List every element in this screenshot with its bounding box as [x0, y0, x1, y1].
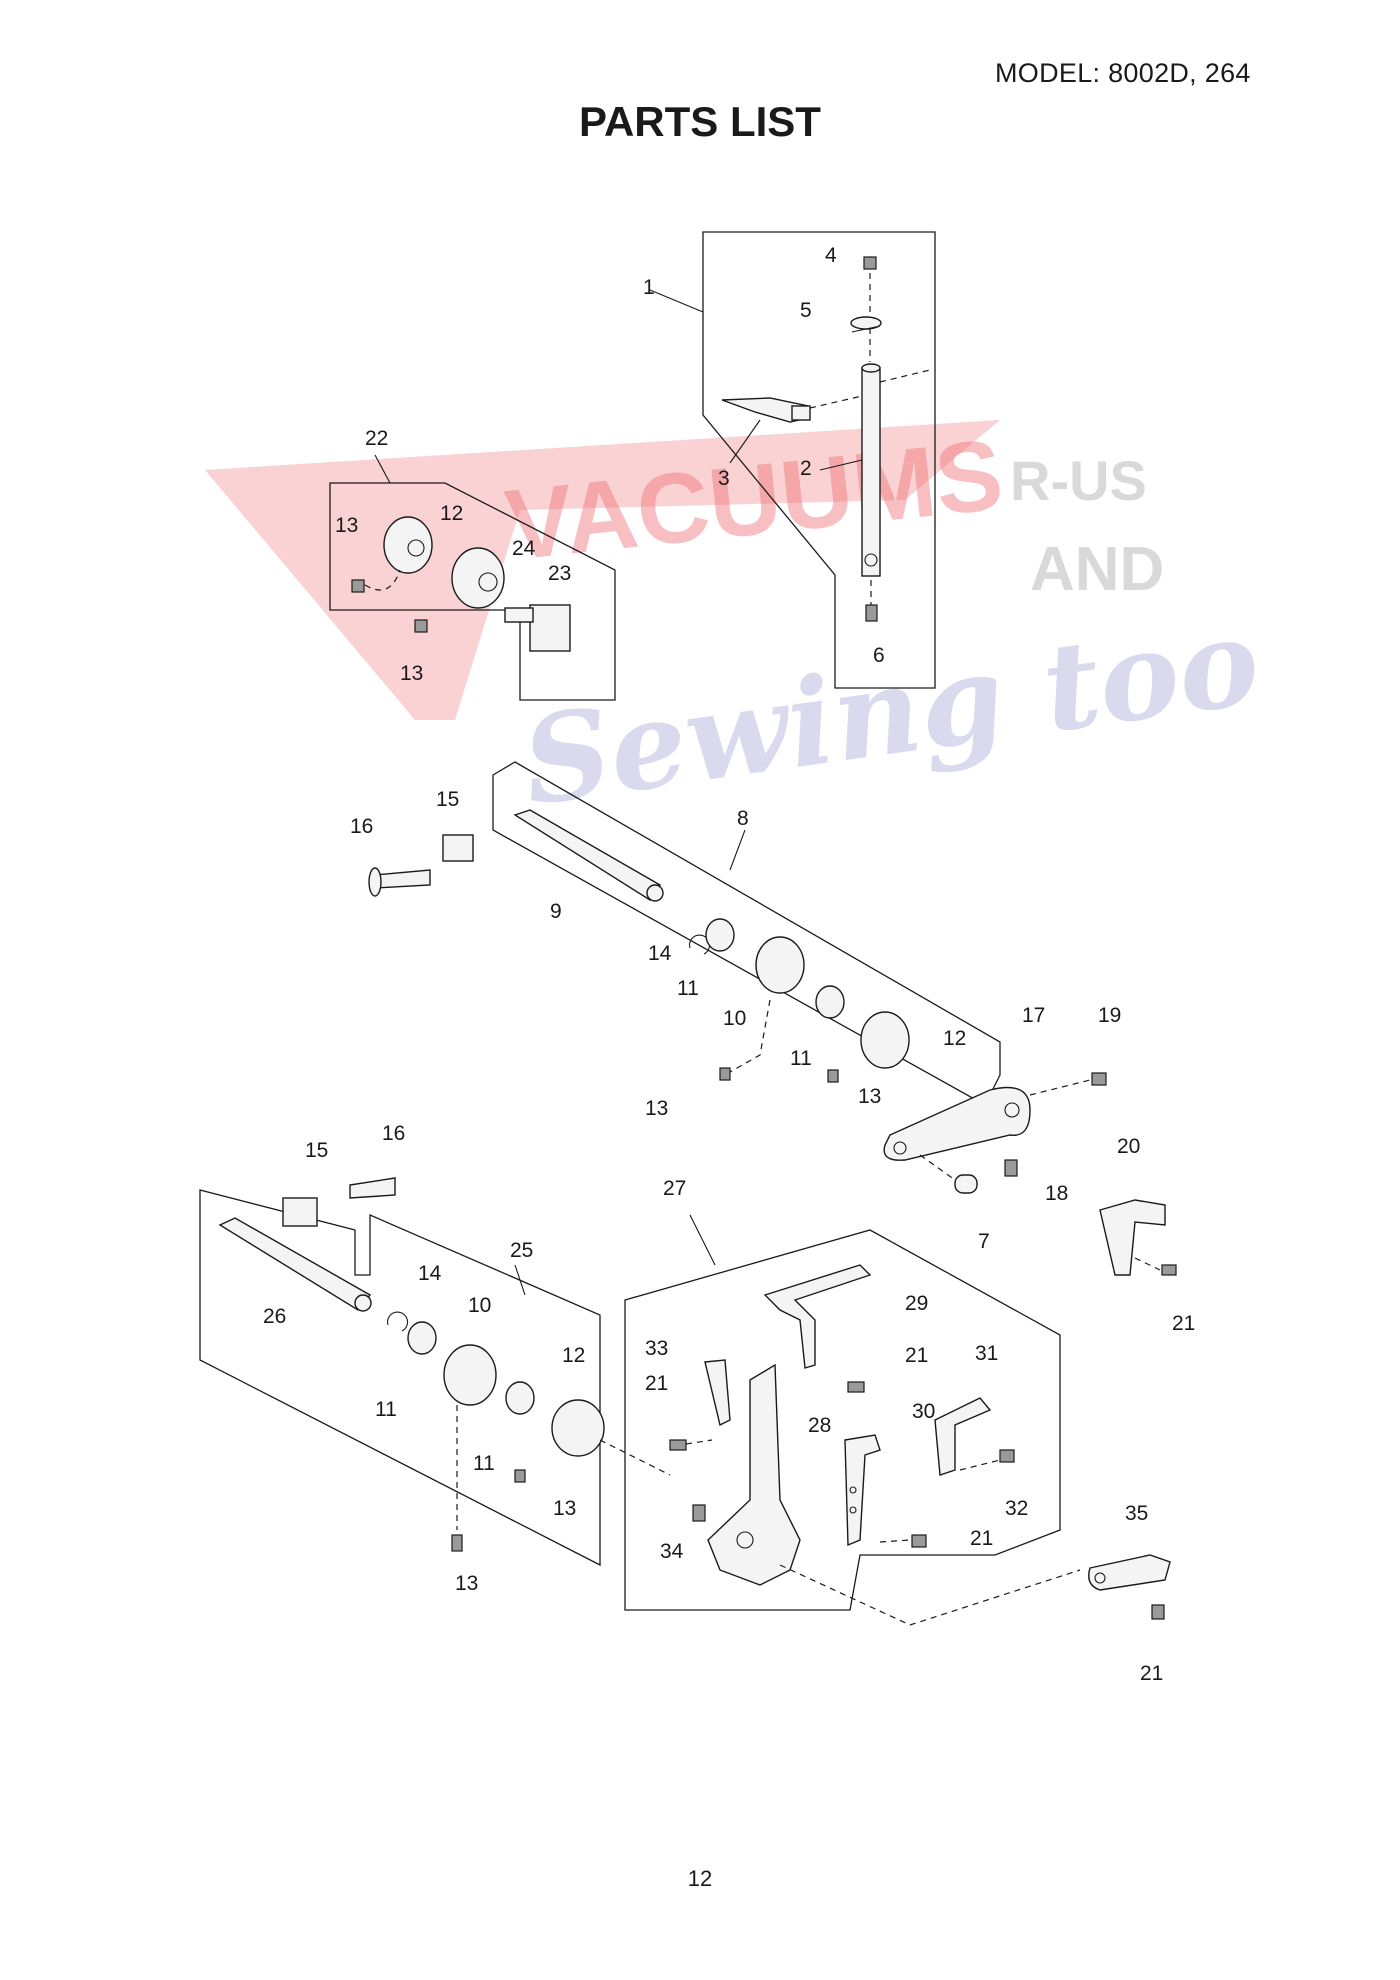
watermark-red-v: [205, 420, 1000, 720]
callout-21c: 21: [645, 1372, 668, 1395]
callout-13f: 13: [455, 1572, 478, 1595]
callout-4: 4: [825, 244, 837, 267]
callout-22: 22: [365, 427, 388, 450]
callout-21a: 21: [1172, 1312, 1195, 1335]
callout-14a: 14: [648, 942, 672, 965]
group-22-box: [329, 454, 616, 701]
callout-16b: 16: [382, 1122, 405, 1145]
group-22-parts: [351, 516, 571, 652]
callout-13e: 13: [553, 1497, 576, 1520]
part-20-bracket: [1099, 1199, 1177, 1276]
callout-5: 5: [800, 299, 812, 322]
group-8-box: [492, 761, 1001, 1106]
callout-21d: 21: [970, 1527, 993, 1550]
callout-19: 19: [1098, 1004, 1121, 1027]
callout-21b: 21: [905, 1344, 928, 1367]
callout-21e: 21: [1140, 1662, 1163, 1685]
callout-10a: 10: [723, 1007, 746, 1030]
group-1-parts: [721, 256, 931, 622]
callout-35: 35: [1125, 1502, 1148, 1525]
callout-26: 26: [263, 1305, 286, 1328]
callout-31: 31: [975, 1342, 998, 1365]
callout-11d: 11: [473, 1452, 495, 1475]
callout-27: 27: [663, 1177, 686, 1200]
callout-24: 24: [512, 537, 536, 560]
callout-7: 7: [978, 1230, 990, 1253]
callout-16a: 16: [350, 815, 373, 838]
callout-23: 23: [548, 562, 571, 585]
group-27-box: [624, 1214, 1061, 1611]
callout-34: 34: [660, 1540, 684, 1563]
callout-20: 20: [1117, 1135, 1140, 1158]
group-25-box: [199, 1189, 601, 1567]
callout-11c: 11: [375, 1398, 397, 1421]
callout-13c: 13: [645, 1097, 668, 1120]
watermark-sewing-too: Sewing too: [515, 591, 1268, 834]
callout-13d: 13: [858, 1085, 881, 1108]
callout-8: 8: [737, 807, 749, 830]
callout-10b: 10: [468, 1294, 491, 1317]
callout-18: 18: [1045, 1182, 1068, 1205]
callout-1: 1: [643, 276, 655, 299]
watermark-logo: VACUUMS R-US AND Sewing too: [205, 418, 1267, 833]
callout-30: 30: [912, 1400, 935, 1423]
callout-11a: 11: [677, 977, 699, 1000]
callout-25: 25: [510, 1239, 533, 1262]
watermark-vacuums: VACUUMS: [501, 418, 1008, 581]
callout-28: 28: [808, 1414, 831, 1437]
callout-29: 29: [905, 1292, 928, 1315]
callout-12b: 12: [943, 1027, 966, 1050]
callout-33: 33: [645, 1337, 668, 1360]
group-25-parts: [218, 1177, 671, 1552]
group-1-box: [649, 231, 936, 689]
callout-labels: 1 2 3 4 5 6 22 12 13 24 23 13 8 15 16 9 …: [263, 244, 1195, 1685]
callout-15b: 15: [305, 1139, 328, 1162]
callout-2: 2: [800, 457, 812, 480]
callout-9: 9: [550, 900, 562, 923]
callout-12c: 12: [562, 1344, 585, 1367]
callout-11b: 11: [790, 1047, 812, 1070]
callout-3: 3: [718, 467, 730, 490]
callout-32: 32: [1005, 1497, 1028, 1520]
model-label: MODEL: 8002D, 264: [995, 58, 1251, 88]
watermark-rus: R-US: [1010, 449, 1147, 512]
callout-17: 17: [1022, 1004, 1045, 1027]
group-8-parts: [368, 809, 910, 1083]
callout-13a: 13: [335, 514, 358, 537]
callout-12a: 12: [440, 502, 463, 525]
page-number: 12: [687, 1866, 713, 1891]
part-17-arm: [883, 1072, 1107, 1194]
part-35-plate: [1088, 1554, 1171, 1620]
callout-6: 6: [873, 644, 885, 667]
callout-15a: 15: [436, 788, 459, 811]
group-27-parts: [669, 1264, 1081, 1626]
watermark-and: AND: [1030, 535, 1164, 604]
page-title: PARTS LIST: [579, 98, 821, 145]
callout-14b: 14: [418, 1262, 442, 1285]
callout-13b: 13: [400, 662, 423, 685]
